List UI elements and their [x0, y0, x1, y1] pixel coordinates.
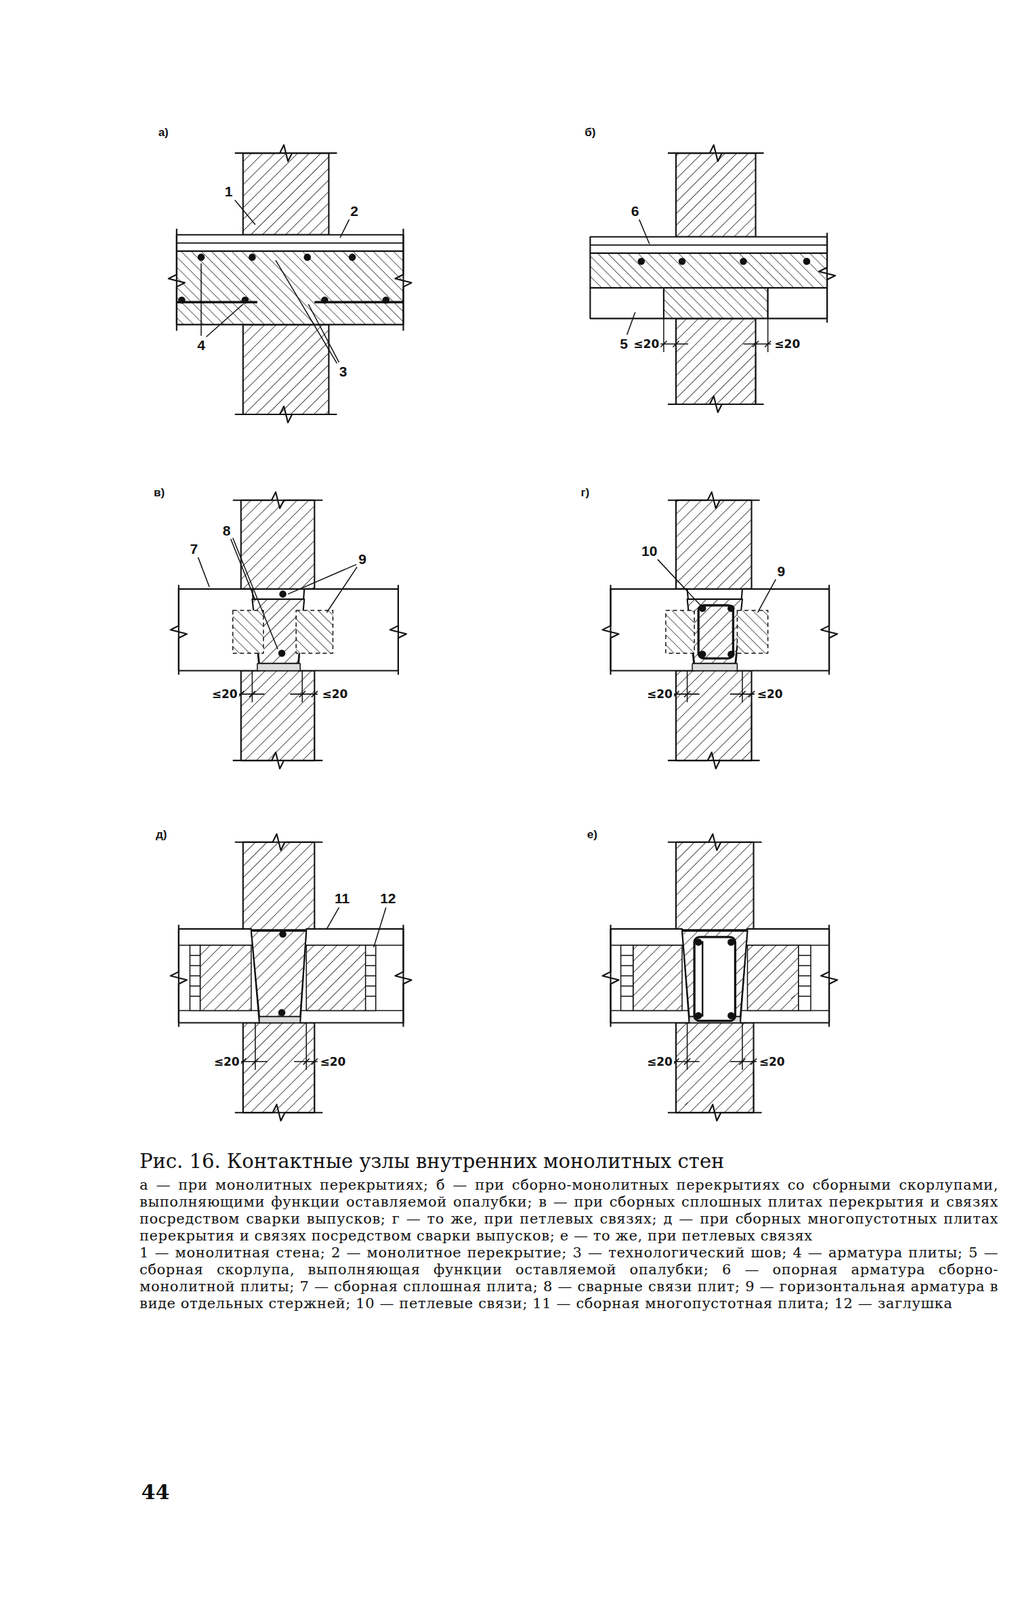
- panel-letter: в): [152, 486, 166, 500]
- numbered-key: 1 — монолитная стена; 2 — монолитное пер…: [139, 1244, 999, 1313]
- callout-number: 9: [356, 551, 368, 568]
- dimension-label: ≤20: [645, 1055, 674, 1069]
- dimension-label: ≤20: [210, 687, 240, 702]
- joint-precast-monolithic: [589, 144, 836, 413]
- callout-number: 8: [221, 522, 233, 540]
- panel-letter: д): [154, 828, 168, 842]
- panel-letter: б): [583, 125, 597, 140]
- dimension-label: ≤20: [212, 1055, 242, 1069]
- figure-title: Рис. 16. Контактные узлы внутренних моно…: [139, 1150, 999, 1174]
- joint-hollow-slabs-loops: [602, 834, 838, 1122]
- callout-number: 3: [337, 363, 349, 380]
- callout-number: 9: [775, 563, 787, 580]
- dimension-label: ≤20: [757, 1055, 787, 1069]
- callout-number: 7: [188, 541, 200, 558]
- joint-hollow-slabs-welded: [170, 834, 412, 1122]
- figure-caption: а — при монолитных перекрытиях; б — при …: [139, 1177, 999, 1245]
- joint-solid-slabs-welded: [170, 492, 407, 770]
- callout-number: 1: [223, 183, 235, 200]
- dimension-label: ≤20: [772, 337, 802, 351]
- panel-letter: е): [585, 828, 599, 842]
- callout-number: 2: [348, 203, 360, 220]
- callout-number: 12: [378, 890, 397, 907]
- page-number: 44: [140, 1480, 172, 1505]
- caption-block: Рис. 16. Контактные узлы внутренних моно…: [139, 1150, 999, 1313]
- dimension-label: ≤20: [645, 687, 674, 702]
- joint-solid-slabs-loops: [602, 492, 838, 770]
- dimension-label: ≤20: [631, 337, 661, 351]
- dimension-label: ≤20: [321, 687, 350, 702]
- callout-number: 4: [195, 337, 207, 354]
- callout-number: 5: [618, 335, 630, 353]
- dimension-label: ≤20: [319, 1055, 348, 1069]
- callout-number: 10: [640, 543, 659, 560]
- panel-letter: г): [579, 486, 591, 500]
- callout-number: 11: [333, 890, 351, 907]
- panel-letter: а): [157, 125, 171, 140]
- dimension-label: ≤20: [755, 687, 785, 702]
- joint-monolithic: [168, 144, 412, 423]
- callout-number: 6: [629, 203, 641, 220]
